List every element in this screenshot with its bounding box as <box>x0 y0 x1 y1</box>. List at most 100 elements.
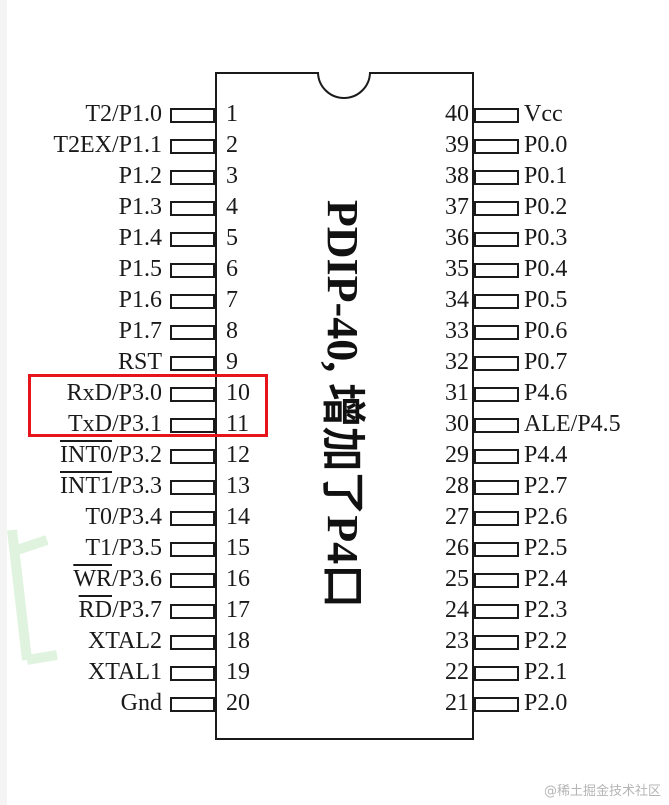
pin-39-label: P0.0 <box>524 132 568 158</box>
pin-9-label: RST <box>117 349 162 375</box>
pin-25-number: 25 <box>445 566 469 592</box>
pin-8-number: 8 <box>226 318 238 344</box>
pin-32-label: P0.7 <box>524 349 568 375</box>
pin-35-lead <box>474 263 519 278</box>
chip-notch <box>317 71 371 99</box>
pin-34-number: 34 <box>445 287 469 313</box>
pin-37-number: 37 <box>445 194 469 220</box>
pin-24-number: 24 <box>445 597 469 623</box>
pin-12-lead <box>170 449 215 464</box>
pin-14-label: T0/P3.4 <box>85 504 162 530</box>
pin-12-number: 12 <box>226 442 250 468</box>
pin-34-lead <box>474 294 519 309</box>
pin-40-lead <box>474 108 519 123</box>
pin-9-number: 9 <box>226 349 238 375</box>
pin-26-lead <box>474 542 519 557</box>
pin-11-lead <box>170 418 215 433</box>
pin-3-number: 3 <box>226 163 238 189</box>
pin-15-label: T1/P3.5 <box>85 535 162 561</box>
pin-29-label: P4.4 <box>524 442 568 468</box>
pin-25-label: P2.4 <box>524 566 568 592</box>
pin-18-label: XTAL2 <box>87 628 162 654</box>
pin-4-label: P1.3 <box>118 194 162 220</box>
pin-13-number: 13 <box>226 473 250 499</box>
pin-19-lead <box>170 666 215 681</box>
pin-21-lead <box>474 697 519 712</box>
pin-6-number: 6 <box>226 256 238 282</box>
chip-body <box>215 72 474 740</box>
pin-18-lead <box>170 635 215 650</box>
pin-28-number: 28 <box>445 473 469 499</box>
pin-18-number: 18 <box>226 628 250 654</box>
pin-4-number: 4 <box>226 194 238 220</box>
pin-36-number: 36 <box>445 225 469 251</box>
pin-30-lead <box>474 418 519 433</box>
pin-27-number: 27 <box>445 504 469 530</box>
pin-10-lead <box>170 387 215 402</box>
pin-24-label: P2.3 <box>524 597 568 623</box>
pin-17-label-port: /P3.7 <box>111 597 162 623</box>
pin-20-lead <box>170 697 215 712</box>
pin-8-label: P1.7 <box>118 318 162 344</box>
pin-21-label: P2.0 <box>524 690 568 716</box>
pin-2-label: T2EX/P1.1 <box>53 132 162 158</box>
pin-40-label: Vcc <box>524 101 563 127</box>
pin-22-lead <box>474 666 519 681</box>
pin-27-label: P2.6 <box>524 504 568 530</box>
pin-13-lead <box>170 480 215 495</box>
pin-23-number: 23 <box>445 628 469 654</box>
pin-17-number: 17 <box>226 597 250 623</box>
pin-26-label: P2.5 <box>524 535 568 561</box>
pin-9-lead <box>170 356 215 371</box>
watermark-text: @稀土掘金技术社区 <box>543 784 661 799</box>
pin-20-label: Gnd <box>120 690 162 716</box>
pin-4-lead <box>170 201 215 216</box>
pin-12-label: INT0/P3.2 <box>2 443 162 467</box>
pin-28-lead <box>474 480 519 495</box>
pin-13-label-active-low: INT1 <box>60 473 112 499</box>
pin-12-label-active-low: INT0 <box>60 442 112 468</box>
pin-23-lead <box>474 635 519 650</box>
pin-23-label: P2.2 <box>524 628 568 654</box>
pin-26-number: 26 <box>445 535 469 561</box>
pin-6-lead <box>170 263 215 278</box>
pin-13-label: INT1/P3.3 <box>2 474 162 498</box>
pin-21-number: 21 <box>445 690 469 716</box>
pin-7-lead <box>170 294 215 309</box>
pin-6-label: P1.5 <box>118 256 162 282</box>
pin-22-label: P2.1 <box>524 659 568 685</box>
pin-24-lead <box>474 604 519 619</box>
pin-16-number: 16 <box>226 566 250 592</box>
pin-37-lead <box>474 201 519 216</box>
pin-17-label: RD/P3.7 <box>2 598 162 622</box>
pin-16-lead <box>170 573 215 588</box>
pin-14-number: 14 <box>226 504 250 530</box>
pin-19-number: 19 <box>226 659 250 685</box>
pin-11-number: 11 <box>226 411 250 437</box>
watermark-decoration <box>7 529 58 665</box>
pin-32-number: 32 <box>445 349 469 375</box>
pin-16-label-port: /P3.6 <box>111 566 162 592</box>
pin-39-lead <box>474 139 519 154</box>
pin-5-number: 5 <box>226 225 238 251</box>
pin-38-lead <box>474 170 519 185</box>
pin-7-number: 7 <box>226 287 238 313</box>
pin-30-number: 30 <box>445 411 469 437</box>
pin-10-label: RxD/P3.0 <box>66 380 162 406</box>
pin-30-label: ALE/P4.5 <box>524 411 621 437</box>
pin-17-lead <box>170 604 215 619</box>
pin-1-lead <box>170 108 215 123</box>
pin-1-label: T2/P1.0 <box>85 101 162 127</box>
pin-1-number: 1 <box>226 101 238 127</box>
pin-40-number: 40 <box>445 101 469 127</box>
chip-title: PDIP-40, 增加了P4口 <box>318 199 367 609</box>
pin-38-label: P0.1 <box>524 163 568 189</box>
pin-5-label: P1.4 <box>118 225 162 251</box>
pin-5-lead <box>170 232 215 247</box>
pin-16-label-active-low: WR <box>73 566 112 592</box>
pin-11-label: TxD/P3.1 <box>67 411 162 437</box>
pin-20-number: 20 <box>226 690 250 716</box>
pin-16-label: WR/P3.6 <box>2 567 162 591</box>
pin-31-label: P4.6 <box>524 380 568 406</box>
pin-29-number: 29 <box>445 442 469 468</box>
